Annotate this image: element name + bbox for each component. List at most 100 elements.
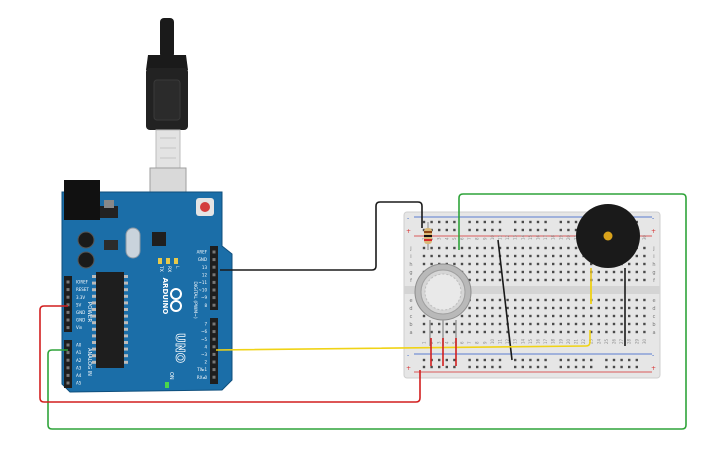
power-pin[interactable]: [66, 295, 70, 299]
digital-bottom-pin[interactable]: [212, 322, 216, 326]
column-number-top: 16: [536, 234, 541, 240]
analog-pin-label: A5: [76, 381, 82, 386]
column-number-bottom: 14: [520, 338, 525, 344]
microcontroller-chip: [96, 272, 124, 368]
analog-section-label: ANALOG IN: [86, 348, 92, 376]
rail-minus-top-left: -: [407, 215, 409, 222]
power-pin[interactable]: [66, 326, 70, 330]
power-pin[interactable]: [66, 280, 70, 284]
wire-green-a1[interactable]: [47, 193, 687, 430]
digital-top-pin[interactable]: [212, 280, 216, 284]
gas-sensor[interactable]: [414, 263, 472, 346]
capacitor-2: [77, 251, 95, 269]
power-pin[interactable]: [66, 288, 70, 292]
row-letter-right: h: [652, 262, 655, 268]
column-number-bottom: 9: [482, 341, 487, 344]
column-number-bottom: 25: [604, 338, 609, 344]
analog-pin[interactable]: [66, 358, 70, 362]
power-pin-label: 3.3V: [76, 295, 85, 300]
digital-bottom-pin[interactable]: [212, 368, 216, 372]
digital-top-pin[interactable]: [212, 250, 216, 254]
row-letter-left: h: [409, 262, 412, 268]
breadboard-center-channel: [404, 286, 660, 294]
analog-pin-label: A4: [76, 373, 82, 378]
digital-bottom-pin[interactable]: [212, 360, 216, 364]
column-number-top: 3: [437, 237, 442, 240]
arduino-logo: [170, 288, 182, 312]
digital-top-pin-label: ~10: [199, 288, 208, 293]
column-number-bottom: 10: [490, 338, 495, 344]
column-number-top: 19: [558, 234, 563, 240]
row-letter-right: g: [652, 270, 655, 276]
digital-bottom-pin-label: ~5: [201, 337, 207, 342]
digital-bottom-pin[interactable]: [212, 375, 216, 379]
row-letter-left: a: [409, 330, 412, 336]
column-number-top: 9: [482, 237, 487, 240]
row-letter-right: j: [652, 246, 654, 252]
column-number-bottom: 6: [460, 341, 465, 344]
digital-top-pin[interactable]: [212, 265, 216, 269]
column-number-bottom: 15: [528, 338, 533, 344]
digital-header-top: [210, 246, 218, 310]
digital-top-pin[interactable]: [212, 273, 216, 277]
analog-pin[interactable]: [66, 343, 70, 347]
wire-black-gnd[interactable]: [220, 201, 423, 271]
rail-minus-bottom-right: -: [652, 352, 654, 359]
usb-cable: [146, 18, 188, 221]
column-number-bottom: 3: [437, 341, 442, 344]
analog-pin[interactable]: [66, 381, 70, 385]
analog-pin-label: A1: [76, 350, 82, 355]
digital-top-pin[interactable]: [212, 303, 216, 307]
power-pin[interactable]: [66, 318, 70, 322]
resistor[interactable]: [424, 222, 432, 250]
column-number-bottom: 30: [642, 338, 647, 344]
digital-top-pin-label: ~11: [199, 280, 208, 285]
column-number-bottom: 16: [536, 338, 541, 344]
digital-bottom-pin[interactable]: [212, 337, 216, 341]
l-led-label: L: [174, 266, 180, 269]
column-number-top: 30: [642, 234, 647, 240]
column-number-bottom: 22: [581, 338, 586, 344]
power-pin[interactable]: [66, 303, 70, 307]
column-number-bottom: 20: [566, 338, 571, 344]
rail-plus-top-right: +: [651, 228, 656, 235]
wire-red-5v[interactable]: [39, 305, 421, 403]
column-number-top: 8: [475, 237, 480, 240]
digital-top-pin[interactable]: [212, 296, 216, 300]
digital-bottom-pin[interactable]: [212, 345, 216, 349]
column-number-top: 5: [452, 237, 457, 240]
column-number-top: 12: [505, 234, 510, 240]
digital-header-bottom: [210, 318, 218, 384]
rail-minus-top-right: -: [652, 215, 654, 222]
column-number-bottom: 27: [619, 338, 624, 344]
column-number-bottom: 1: [422, 341, 427, 344]
column-number-bottom: 12: [505, 338, 510, 344]
digital-bottom-pin[interactable]: [212, 330, 216, 334]
power-pin-label: GND: [76, 318, 85, 323]
column-number-top: 20: [566, 234, 571, 240]
digital-bottom-pin[interactable]: [212, 352, 216, 356]
wire-yellow-d4[interactable]: [215, 330, 591, 351]
digital-top-pin-label: 13: [202, 265, 208, 270]
digital-top-pin[interactable]: [212, 288, 216, 292]
analog-pin[interactable]: [66, 373, 70, 377]
column-number-top: 13: [513, 234, 518, 240]
row-letter-left: c: [410, 314, 413, 320]
column-number-bottom: 18: [551, 338, 556, 344]
digital-top-pin-label: 8: [204, 303, 207, 308]
column-number-bottom: 19: [558, 338, 563, 344]
digital-top-pin[interactable]: [212, 258, 216, 262]
crystal: [125, 227, 141, 259]
wire-black-jumper[interactable]: [497, 239, 513, 361]
column-number-bottom: 29: [634, 338, 639, 344]
digital-bottom-pin-label: ~6: [201, 329, 207, 334]
analog-pin[interactable]: [66, 351, 70, 355]
column-number-bottom: 21: [574, 338, 579, 344]
power-pin[interactable]: [66, 310, 70, 314]
power-pin-label: Vin: [76, 325, 83, 330]
analog-pin[interactable]: [66, 366, 70, 370]
arduino-uno-board[interactable]: ARDUINO UNO TX RX L ON POWER ANALOG IN D…: [61, 180, 233, 393]
row-letter-left: d: [409, 306, 412, 312]
column-number-bottom: 7: [467, 341, 472, 344]
